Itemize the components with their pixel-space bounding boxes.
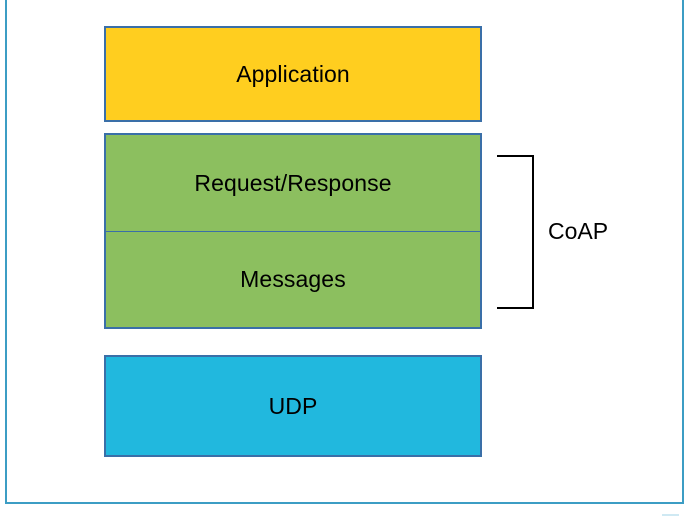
- layer-box-udp: UDP: [104, 355, 482, 457]
- layer-label-application: Application: [236, 60, 350, 87]
- layer-box-application: Application: [104, 26, 482, 122]
- layer-label-udp: UDP: [268, 392, 318, 419]
- frame-corner-tick: [662, 514, 679, 516]
- layer-label-messages: Messages: [240, 266, 346, 292]
- layer-box-request-response: Request/Response: [104, 133, 482, 232]
- coap-group-bracket: [497, 155, 534, 309]
- layer-box-messages: Messages: [104, 231, 482, 329]
- coap-group-label: CoAP: [548, 218, 609, 244]
- layer-label-request-response: Request/Response: [194, 169, 392, 196]
